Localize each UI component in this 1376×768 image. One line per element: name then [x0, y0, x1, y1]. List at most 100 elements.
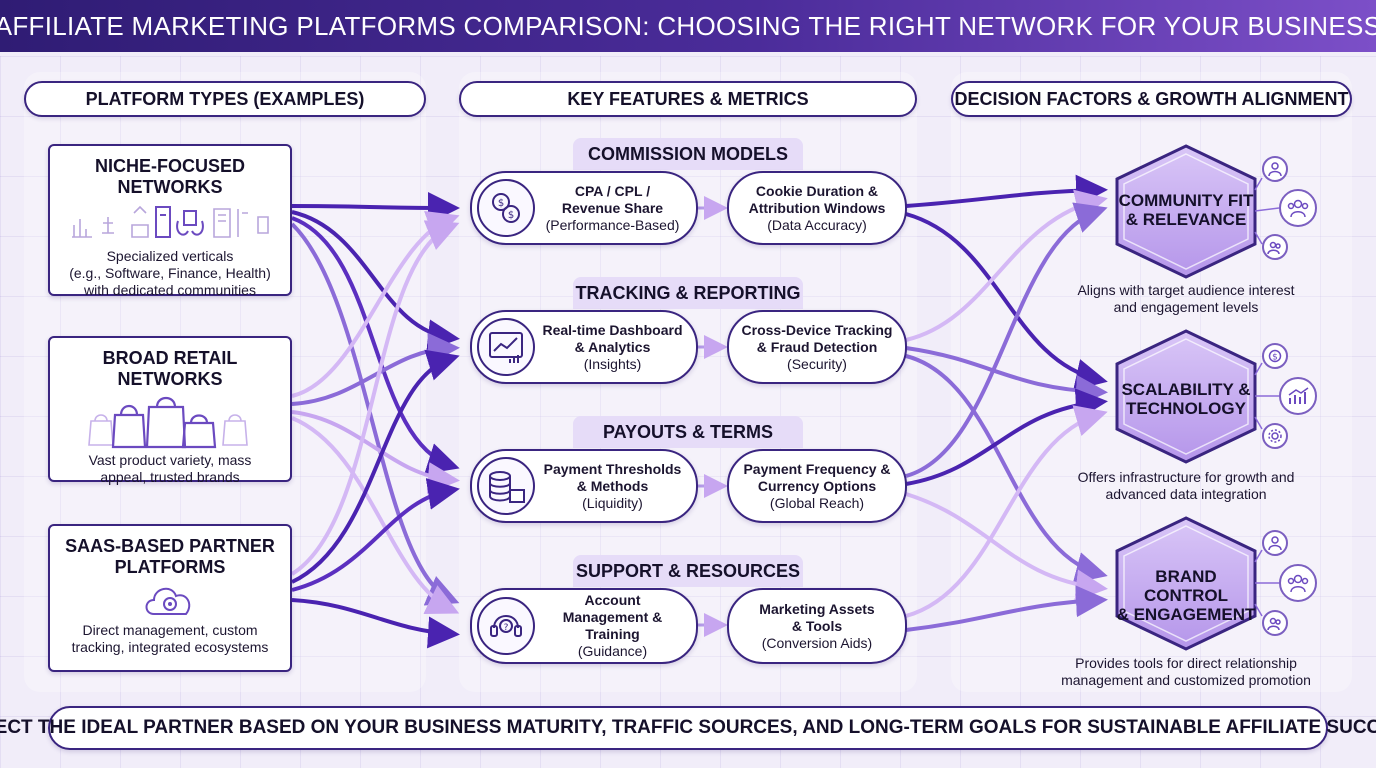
svg-text:$: $ — [1272, 353, 1278, 363]
shopping-bags-icon — [50, 390, 290, 452]
scalability-desc-2: advanced data integration — [1105, 486, 1267, 502]
key-features-header: KEY FEATURES & METRICS — [459, 81, 917, 117]
marketing-assets-pill[interactable]: Marketing Assets & Tools (Conversion Aid… — [727, 588, 907, 664]
assets-title-1: Marketing Assets — [759, 600, 875, 617]
growth-chart-icon — [1279, 377, 1317, 415]
account-management-pill[interactable]: ? Account Management & Training (Guidanc… — [470, 588, 698, 664]
flow-retail-to-payouts — [291, 410, 460, 494]
scalability-title-2: TECHNOLOGY — [1126, 399, 1246, 418]
flow-saas-to-payouts — [291, 478, 460, 592]
brand-control-desc: Provides tools for direct relationship m… — [1046, 655, 1326, 689]
flow-support-to-brand — [905, 585, 1108, 632]
flow-tracking-to-community — [905, 189, 1108, 342]
assets-sub: (Conversion Aids) — [761, 634, 873, 651]
platform-types-header: PLATFORM TYPES (EXAMPLES) — [24, 81, 426, 117]
thresholds-title-1: Payment Thresholds — [543, 460, 682, 477]
tracking-reporting-tab[interactable]: TRACKING & REPORTING — [573, 277, 803, 309]
niche-networks-desc-1: Specialized verticals — [106, 248, 234, 264]
community-fit-desc-1: Aligns with target audience interest — [1077, 282, 1295, 298]
flow-saas-to-commission — [290, 220, 460, 576]
broad-retail-card[interactable]: BROAD RETAIL NETWORKS Vast product varie… — [48, 336, 292, 485]
page-title: AFFILIATE MARKETING PLATFORMS COMPARISON… — [0, 10, 1376, 41]
account-title-2: Management & — [562, 609, 663, 625]
scalability-desc-1: Offers infrastructure for growth and — [1077, 469, 1295, 485]
brand-control-desc-2: management and customized promotion — [1061, 672, 1311, 688]
flow-payouts-to-scalability — [905, 388, 1108, 486]
svg-text:$: $ — [508, 210, 514, 221]
currency-exchange-icon: $ $ — [477, 179, 535, 237]
money-icon: $ — [1262, 343, 1288, 369]
saas-platforms-desc-1: Direct management, custom — [82, 622, 258, 638]
cookie-title-2: Attribution Windows — [748, 199, 886, 216]
payment-thresholds-pill[interactable]: Payment Thresholds & Methods (Liquidity) — [470, 449, 698, 523]
commission-models-tab[interactable]: COMMISSION MODELS — [573, 138, 803, 170]
flow-saas-to-tracking — [291, 349, 460, 584]
headset-support-icon: ? — [477, 597, 535, 655]
niche-networks-title: NICHE-FOCUSED NETWORKS — [94, 156, 245, 197]
cpa-revenue-share-pill[interactable]: $ $ CPA / CPL / Revenue Share (Performan… — [470, 171, 698, 245]
svg-text:?: ? — [504, 623, 509, 633]
brand-control-label: BRAND CONTROL & ENGAGEMENT — [1111, 567, 1261, 624]
account-title-1: Account — [584, 592, 641, 608]
niche-networks-desc-2: (e.g., Software, Finance, Health) — [69, 265, 271, 281]
brand-control-desc-1: Provides tools for direct relationship — [1075, 655, 1297, 671]
niche-networks-desc-3: with dedicated communities — [84, 282, 256, 298]
cross-device-title-2: & Fraud Detection — [756, 338, 878, 355]
people-icon — [1262, 610, 1288, 636]
flow-tracking-to-brand — [905, 354, 1108, 584]
broad-retail-title: BROAD RETAIL NETWORKS — [102, 348, 238, 389]
cookie-sub: (Data Accuracy) — [767, 216, 867, 233]
account-title-3: Training — [585, 626, 640, 642]
payouts-terms-tab[interactable]: PAYOUTS & TERMS — [573, 416, 803, 448]
flow-tracking-to-scalability — [905, 346, 1108, 407]
thresholds-sub: (Liquidity) — [582, 494, 643, 511]
flow-support-to-scalability — [905, 405, 1108, 618]
cpa-sub: (Performance-Based) — [545, 216, 680, 233]
thresholds-title-2: & Methods — [576, 477, 649, 494]
assets-title-2: & Tools — [791, 617, 843, 634]
community-fit-desc: Aligns with target audience interest and… — [1046, 282, 1326, 316]
niche-networks-card[interactable]: NICHE-FOCUSED NETWORKS Specialized verti… — [48, 144, 292, 298]
saas-platforms-title-2: PLATFORMS — [114, 557, 226, 577]
support-resources-tab[interactable]: SUPPORT & RESOURCES — [573, 555, 803, 587]
cookie-duration-pill[interactable]: Cookie Duration & Attribution Windows (D… — [727, 171, 907, 245]
person-icon — [1262, 530, 1288, 556]
cross-device-title-1: Cross-Device Tracking — [741, 321, 893, 338]
broad-retail-desc-1: Vast product variety, mass — [88, 452, 252, 468]
saas-platforms-title-1: SAAS-BASED PARTNER — [65, 536, 275, 556]
dashboard-icon — [477, 318, 535, 376]
scalability-title-1: SCALABILITY & — [1121, 380, 1251, 399]
people-icon — [1262, 234, 1288, 260]
dashboard-sub: (Insights) — [583, 355, 642, 372]
footer-banner: SELECT THE IDEAL PARTNER BASED ON YOUR B… — [0, 706, 1376, 750]
person-icon — [1262, 156, 1288, 182]
cross-device-sub: (Security) — [787, 355, 847, 372]
flow-niche-to-commission — [291, 191, 460, 224]
community-fit-title-1: COMMUNITY FIT — [1118, 191, 1254, 210]
dashboard-title-1: Real-time Dashboard — [542, 321, 683, 338]
scalability-label: SCALABILITY & TECHNOLOGY — [1111, 380, 1261, 418]
flow-retail-to-support — [291, 416, 460, 614]
saas-platforms-card[interactable]: SAAS-BASED PARTNER PLATFORMS Direct mana… — [48, 524, 292, 672]
realtime-dashboard-pill[interactable]: Real-time Dashboard & Analytics (Insight… — [470, 310, 698, 384]
payment-frequency-pill[interactable]: Payment Frequency & Currency Options (Gl… — [727, 449, 907, 523]
group-icon — [1279, 189, 1317, 227]
dashboard-title-2: & Analytics — [574, 338, 651, 355]
cpa-title-2: Revenue Share — [561, 199, 664, 216]
cookie-title-1: Cookie Duration & — [755, 182, 879, 199]
scalability-desc: Offers infrastructure for growth and adv… — [1046, 469, 1326, 503]
analytics-icon — [50, 198, 290, 248]
cross-device-pill[interactable]: Cross-Device Tracking & Fraud Detection … — [727, 310, 907, 384]
decision-factors-header: DECISION FACTORS & GROWTH ALIGNMENT — [951, 81, 1352, 117]
coins-calendar-icon — [477, 457, 535, 515]
technology-hexagon-icon — [1115, 329, 1257, 464]
broad-retail-desc-2: appeal, trusted brands — [100, 469, 240, 485]
frequency-title-2: Currency Options — [757, 477, 877, 494]
frequency-sub: (Global Reach) — [769, 494, 865, 511]
community-hexagon-icon — [1115, 144, 1257, 279]
cpa-title-1: CPA / CPL / — [574, 182, 651, 199]
title-bar: AFFILIATE MARKETING PLATFORMS COMPARISON… — [0, 0, 1376, 52]
cloud-gear-icon — [50, 578, 290, 622]
